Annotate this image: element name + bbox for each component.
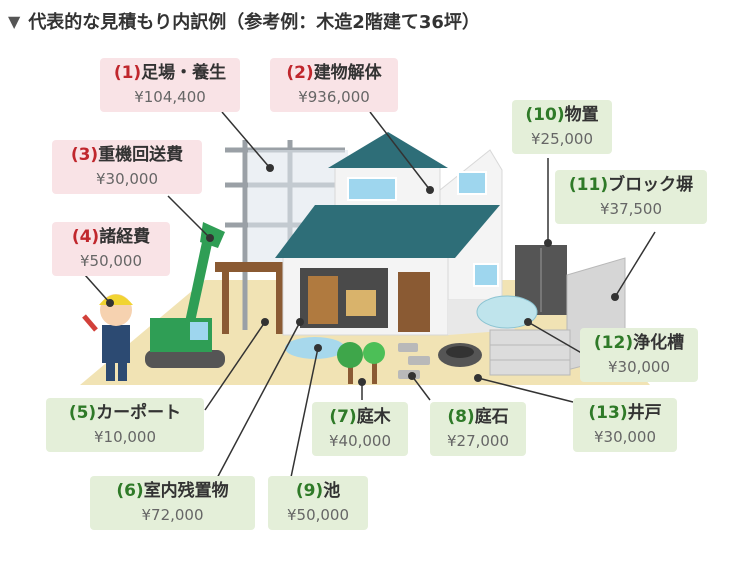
label-name: 建物解体: [313, 63, 382, 83]
label-price: ¥50,000: [79, 252, 143, 270]
page-heading: ▼ 代表的な見積もり内訳例（参考例：木造2階建て36坪）: [8, 6, 480, 36]
leader-lines: [84, 111, 656, 483]
excavator: [145, 222, 225, 368]
label-price: ¥30,000: [607, 358, 671, 376]
label-price: ¥27,000: [446, 432, 510, 450]
label-number: (1): [113, 63, 142, 83]
septic-tank: [476, 295, 538, 329]
label-name: 井戸: [627, 403, 662, 423]
label-price: ¥72,000: [141, 506, 204, 524]
label-number: (7): [329, 407, 357, 427]
label-price: ¥40,000: [328, 432, 392, 450]
label-name: 物置: [564, 105, 599, 125]
label-number: (4): [71, 227, 100, 247]
label-scaffolding: (1)足場・養生 ¥104,400: [100, 58, 240, 112]
triangle-marker-icon: ▼: [8, 11, 21, 31]
label-number: (2): [286, 63, 314, 83]
label-price: ¥30,000: [95, 170, 159, 188]
house: [275, 132, 515, 336]
label-number: (12): [593, 333, 634, 353]
label-misc-expenses: (4)諸経費 ¥50,000: [52, 222, 170, 276]
label-number: (3): [70, 145, 99, 165]
label-name: 庭石: [474, 407, 509, 427]
label-name: 諸経費: [99, 227, 151, 247]
label-building-demolition: (2)建物解体 ¥936,000: [270, 58, 398, 112]
label-price: ¥30,000: [593, 428, 657, 446]
label-name: 浄化槽: [633, 333, 685, 353]
label-septic-tank: (12)浄化槽 ¥30,000: [580, 328, 698, 382]
carport: [215, 262, 290, 334]
page-title: 代表的な見積もり内訳例（参考例：木造2階建て36坪）: [28, 12, 480, 33]
label-price: ¥50,000: [286, 506, 350, 524]
label-name: 室内残置物: [143, 481, 229, 501]
label-price: ¥37,500: [599, 200, 663, 218]
label-name: 池: [323, 481, 341, 501]
label-well: (13)井戸 ¥30,000: [573, 398, 677, 452]
label-storage-shed: (10)物置 ¥25,000: [512, 100, 612, 154]
garden-trees: [337, 342, 385, 384]
label-name: 足場・養生: [141, 63, 227, 83]
label-interior-leftovers: (6)室内残置物 ¥72,000: [90, 476, 255, 530]
leader-dots: [106, 164, 619, 386]
label-garden-stones: (8)庭石 ¥27,000: [430, 402, 526, 456]
label-price: ¥10,000: [93, 428, 157, 446]
label-machinery-transport: (3)重機回送費 ¥30,000: [52, 140, 202, 194]
label-number: (5): [68, 403, 97, 423]
label-name: カーポート: [96, 403, 182, 423]
label-number: (11): [568, 175, 609, 195]
label-number: (8): [447, 407, 475, 427]
worker-figure: [82, 294, 133, 381]
label-price: ¥25,000: [530, 130, 594, 148]
label-number: (9): [295, 481, 324, 501]
label-price: ¥104,400: [134, 88, 206, 106]
label-garden-trees: (7)庭木 ¥40,000: [312, 402, 408, 456]
label-number: (13): [588, 403, 628, 423]
label-name: 庭木: [356, 407, 391, 427]
label-number: (6): [116, 481, 144, 501]
label-price: ¥936,000: [298, 88, 370, 106]
label-pond: (9)池 ¥50,000: [268, 476, 368, 530]
label-number: (10): [525, 105, 565, 125]
garden-stones: [398, 343, 430, 379]
label-carport: (5)カーポート ¥10,000: [46, 398, 204, 452]
label-name: 重機回送費: [98, 145, 184, 165]
label-name: ブロック塀: [608, 175, 694, 195]
label-block-wall: (11)ブロック塀 ¥37,500: [555, 170, 707, 224]
